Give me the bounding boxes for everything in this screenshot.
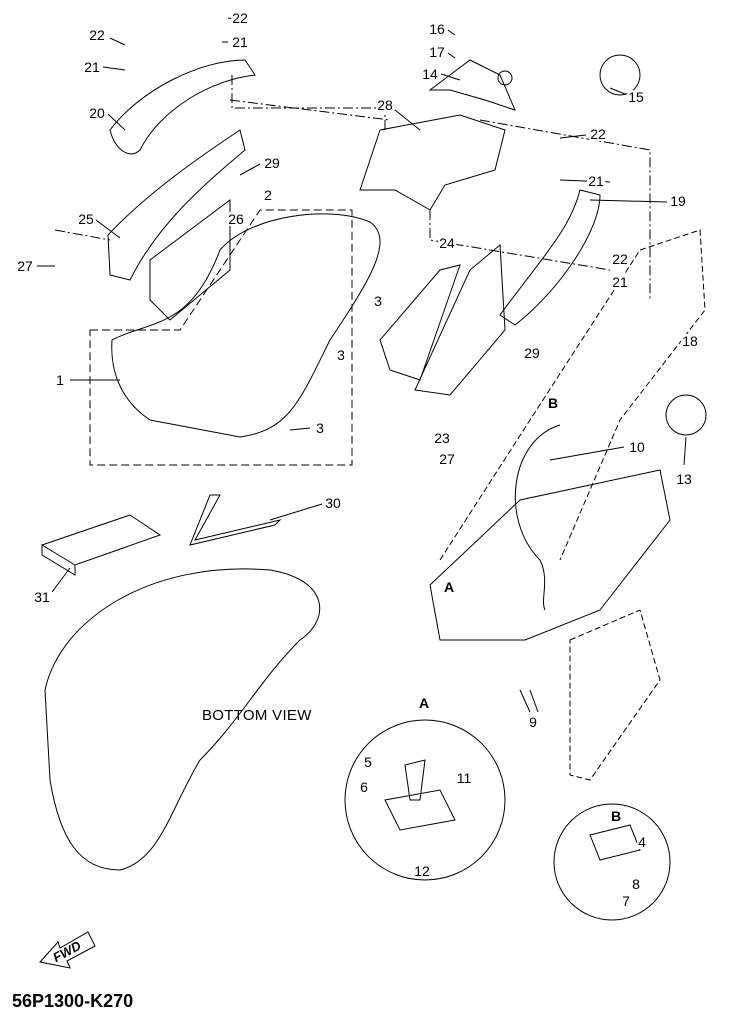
callout-17: 17 [428,44,446,60]
callout-29: 29 [523,345,541,361]
callout-29: 29 [263,155,281,171]
callout-B: B [546,395,560,411]
callout-6: 6 [359,779,369,795]
callout-5: 5 [363,754,373,770]
callout-7: 7 [621,893,631,909]
callout-23: 23 [433,430,451,446]
seat-dashed-frame [89,209,353,466]
callout-20: 20 [88,105,106,121]
grommet-detail [665,394,707,436]
side-cover-left [107,129,246,281]
callout-A: A [417,695,431,711]
callout-21: 21 [231,34,249,50]
callout-22: 22 [611,251,629,267]
callout-18: 18 [681,333,699,349]
seat-bottom-view [44,568,321,871]
seat-lock-hook [404,759,426,801]
frame-outline [439,229,706,561]
callout-10: 10 [628,439,646,455]
tool-kit [40,514,162,576]
seat-lock [384,789,456,831]
callout-28: 28 [376,97,394,113]
callout-27: 27 [16,258,34,274]
callout-2: 2 [263,187,273,203]
grab-bar-right [499,189,601,326]
callout-15: 15 [627,89,645,105]
rear-fender [429,469,671,641]
part-code: 56P1300-K270 [12,991,134,1011]
callout-16: 16 [428,21,446,37]
callout-21: 21 [587,173,605,189]
callout-30: 30 [324,495,342,511]
seat-lock-cable [514,424,561,611]
seat [111,213,381,438]
callout-12: 12 [413,863,431,879]
callout-24: 24 [438,235,456,251]
callout-3: 3 [336,347,346,363]
callout-13: 13 [675,471,693,487]
leader-lines [37,17,687,713]
callout-19: 19 [669,193,687,209]
callout-A: A [442,579,456,595]
strap [189,494,282,546]
fwd-arrow-icon [39,931,96,969]
cable-holder [589,824,641,861]
detail-b-circle [553,803,671,921]
callout-B: B [609,808,623,824]
dash-dot-guides [54,75,651,300]
callout-21: 21 [611,274,629,290]
callout-22: 22 [231,10,249,26]
panel-24 [379,264,461,381]
panel-26 [149,199,231,321]
rear-cover [359,114,506,211]
grab-bar-left [109,59,256,155]
callout-22: 22 [88,27,106,43]
callout-25: 25 [77,211,95,227]
callout-9: 9 [528,714,538,730]
callout-26: 26 [227,211,245,227]
bottom-view-label: BOTTOM VIEW [202,707,312,724]
callout-22: 22 [589,126,607,142]
detail-a-circle [344,719,506,881]
callout-3: 3 [373,293,383,309]
cover-piece-14 [428,59,516,111]
callout-14: 14 [421,66,439,82]
callout-1: 1 [55,372,65,388]
side-cover-right [414,243,506,396]
callout-21: 21 [83,59,101,75]
callout-8: 8 [631,876,641,892]
callout-3: 3 [315,420,325,436]
callout-11: 11 [455,770,473,786]
callout-4: 4 [637,834,647,850]
emblem [599,54,641,96]
callout-31: 31 [33,589,51,605]
callout-27: 27 [438,451,456,467]
